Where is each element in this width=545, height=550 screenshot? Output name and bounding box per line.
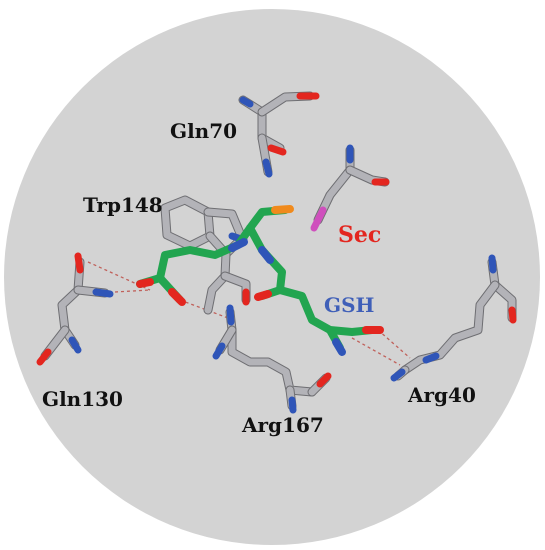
background-disc (4, 9, 540, 545)
ligand-gsh (136, 205, 384, 356)
label-trp148: Trp148 (83, 193, 163, 217)
residue-gln70 (238, 91, 320, 178)
residue-sec (310, 144, 390, 232)
label-sec: Sec (338, 222, 381, 248)
residue-gln130 (36, 252, 114, 366)
label-gsh: GSH (324, 293, 374, 317)
label-arg40: Arg40 (407, 383, 476, 407)
label-gln130: Gln130 (42, 387, 123, 411)
residue-arg167 (212, 304, 332, 414)
label-arg167: Arg167 (241, 413, 324, 437)
hbond-gsh-arg40-2 (377, 329, 411, 359)
label-gln70: Gln70 (170, 119, 237, 143)
residue-arg40 (390, 254, 517, 382)
